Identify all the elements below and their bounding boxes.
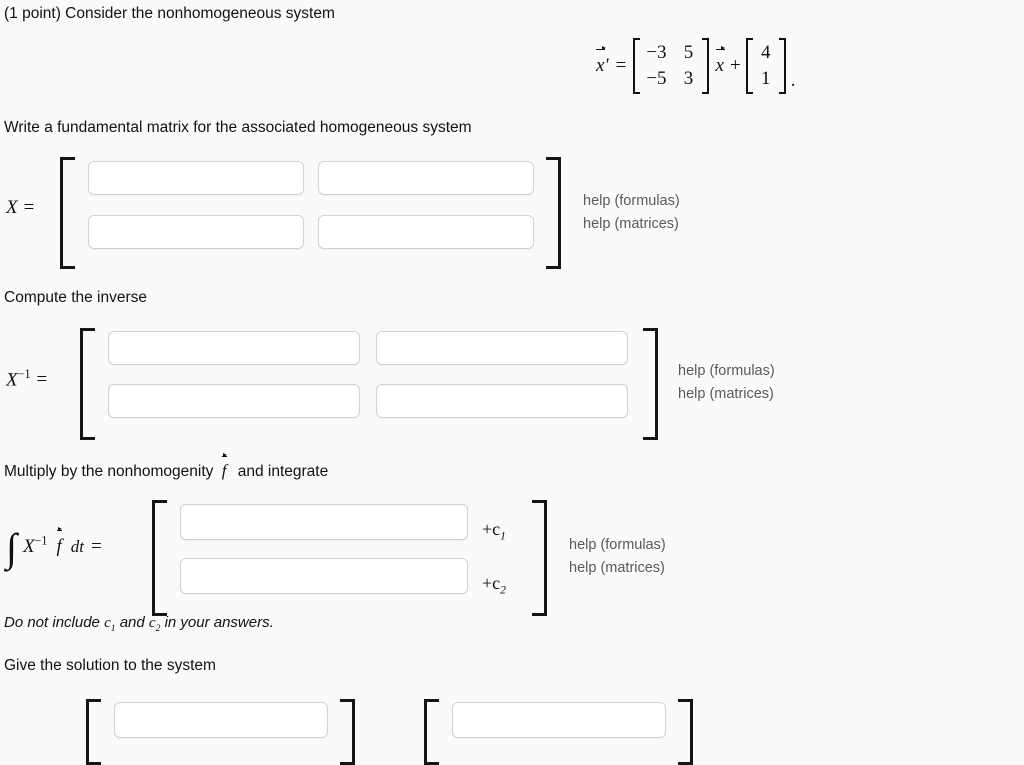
help-matrices-link[interactable]: help (matrices) <box>678 386 774 403</box>
help-formulas-link[interactable]: help (formulas) <box>678 363 775 379</box>
X-label: X= <box>6 197 34 219</box>
inverse-right-bracket <box>643 328 658 440</box>
period-glyph: . <box>790 69 796 91</box>
integral-right-bracket <box>532 500 547 616</box>
problem-intro-text: (1 point) Consider the nonhomogeneous sy… <box>4 5 335 22</box>
integral-sign: ∫ <box>6 525 17 570</box>
help-formulas-link[interactable]: help (formulas) <box>583 193 680 209</box>
coefficient-matrix: −3 5 −5 3 <box>633 38 709 94</box>
help-matrices-link[interactable]: help (matrices) <box>583 216 679 233</box>
X-base-glyph: X <box>22 536 35 557</box>
constant-c2-subscript: 2 <box>500 584 506 597</box>
constant-c1-base: +c <box>482 519 501 539</box>
footnote-text-a: Do not include <box>4 614 100 631</box>
X-label-equals: = <box>23 197 35 218</box>
matrix-cell: −3 <box>646 42 667 63</box>
matrix-left-bracket <box>60 157 75 269</box>
plus-sign: + <box>729 54 741 76</box>
X-label-base: X <box>6 197 18 218</box>
constant-c2-base: +c <box>482 573 501 593</box>
constant-c1-subscript: 1 <box>500 530 506 543</box>
matrix-cell: 1 <box>760 67 771 89</box>
equals-sign: = <box>615 54 627 76</box>
inverse-blank-r2c2[interactable] <box>376 384 628 418</box>
left-bracket <box>633 38 641 94</box>
matrix-right-bracket <box>546 157 561 269</box>
matrix-cell: 3 <box>683 67 694 89</box>
integral-left-bracket <box>152 500 167 616</box>
solution-left-bracket-2 <box>424 699 439 765</box>
X-inverse-label-equals: = <box>36 369 48 391</box>
solution-prompt: Give the solution to the system <box>4 657 216 674</box>
x-vector-glyph: x <box>596 46 607 76</box>
fundamental-matrix-help-links: help (formulas) help (matrices) <box>583 190 680 237</box>
footnote-c2-subscript: 2 <box>155 623 161 634</box>
matrix-cell: 5 <box>683 42 694 63</box>
constants-footnote: Do not include c1 and c2 in your answers… <box>4 614 274 634</box>
solution-blank-1[interactable] <box>114 702 328 738</box>
X-inverse-label: X−1 = <box>6 367 47 391</box>
coefficient-matrix-cells: −3 5 −5 3 <box>640 38 701 94</box>
fundamental-matrix-blank-r2c2[interactable] <box>318 215 534 249</box>
right-bracket <box>701 38 709 94</box>
integrate-prompt: Multiply by the nonhomogenity f and inte… <box>4 453 329 482</box>
inverse-blank-r1c2[interactable] <box>376 331 628 365</box>
integral-blank-row2[interactable] <box>180 558 468 594</box>
inverse-blank-r2c1[interactable] <box>108 384 360 418</box>
solution-blank-2[interactable] <box>452 702 666 738</box>
integral-blank-row1[interactable] <box>180 504 468 540</box>
f-vector-glyph: f <box>56 527 63 557</box>
solution-right-bracket-1 <box>340 699 355 765</box>
dt-glyph: dt <box>70 537 85 556</box>
constant-c1-label: +c1 <box>482 519 506 543</box>
integral-equals: = <box>91 536 102 557</box>
inverse-left-bracket <box>80 328 95 440</box>
matrix-cell: −5 <box>646 67 667 89</box>
x-vector: x <box>715 46 726 77</box>
x-vector-glyph: x <box>715 46 726 76</box>
integral-help-links: help (formulas) help (matrices) <box>569 534 666 581</box>
nonhomogeneity-cells: 4 1 <box>753 38 779 94</box>
right-bracket <box>778 38 786 94</box>
integrate-prompt-suffix: and integrate <box>237 463 329 480</box>
constant-c2-label: +c2 <box>482 573 506 597</box>
fundamental-matrix-blank-r1c1[interactable] <box>88 161 304 195</box>
footnote-text-b: and <box>119 614 145 631</box>
solution-right-bracket-2 <box>678 699 693 765</box>
fundamental-matrix-prompt: Write a fundamental matrix for the assoc… <box>4 119 472 136</box>
inverse-prompt: Compute the inverse <box>4 289 148 306</box>
footnote-c2-base: c <box>148 615 156 631</box>
inverse-blank-r1c1[interactable] <box>108 331 360 365</box>
fundamental-matrix-blank-r1c2[interactable] <box>318 161 534 195</box>
solution-left-bracket-1 <box>86 699 101 765</box>
f-vector-glyph: f <box>221 453 227 480</box>
left-bracket <box>745 38 753 94</box>
system-equation: x′ = −3 5 −5 3 x + 4 1 . <box>596 38 795 94</box>
footnote-c1-base: c <box>104 615 111 631</box>
x-prime-vector: x′ <box>596 46 609 77</box>
help-formulas-link[interactable]: help (formulas) <box>569 537 666 553</box>
X-inverse-label-exponent: −1 <box>17 367 31 381</box>
problem-page: (1 point) Consider the nonhomogeneous sy… <box>4 5 795 765</box>
X-exponent-glyph: −1 <box>34 533 48 548</box>
footnote-text-c: in your answers. <box>164 614 274 631</box>
help-matrices-link[interactable]: help (matrices) <box>569 560 665 577</box>
nonhomogeneity-vector: 4 1 <box>745 38 786 94</box>
footnote-c1-subscript: 1 <box>110 623 116 634</box>
inverse-help-links: help (formulas) help (matrices) <box>678 360 775 407</box>
X-inverse-label-base: X <box>6 369 18 391</box>
integrate-prompt-prefix: Multiply by the nonhomogenity <box>4 463 214 480</box>
matrix-cell: 4 <box>760 42 771 63</box>
fundamental-matrix-blank-r2c1[interactable] <box>88 215 304 249</box>
prime-glyph: ′ <box>604 54 609 76</box>
